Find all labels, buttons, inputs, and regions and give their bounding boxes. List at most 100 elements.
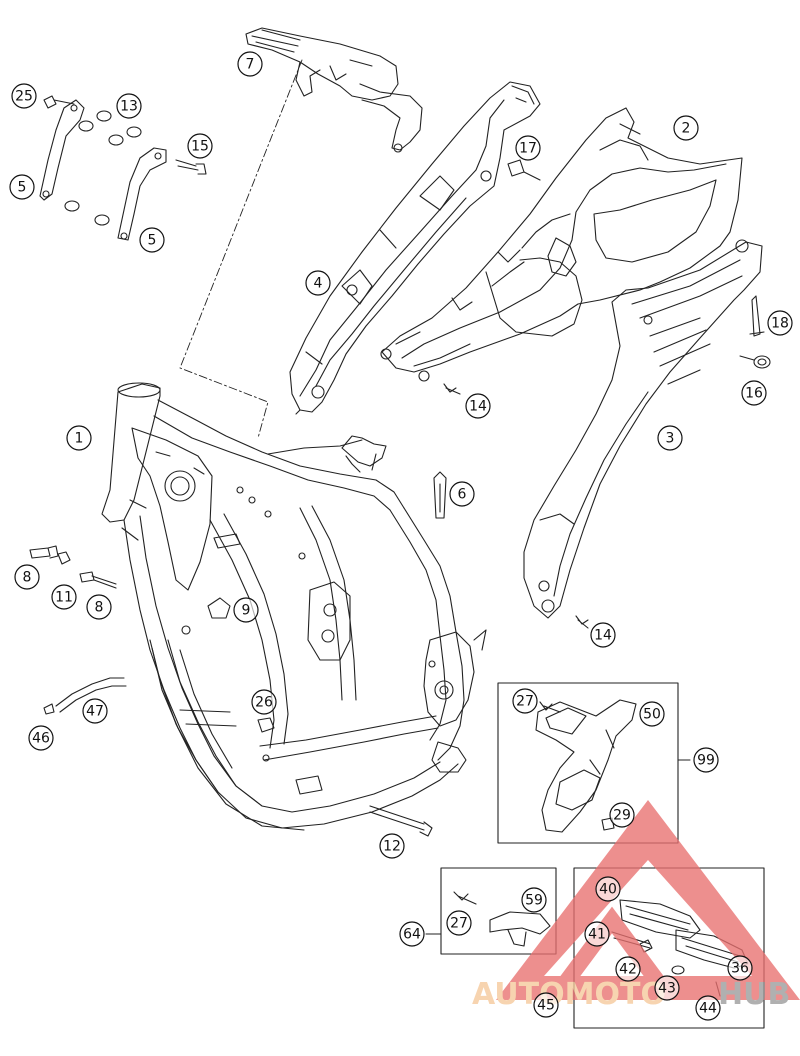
callout-p8b: 8 [86, 594, 112, 620]
part-8b-bolt [79, 571, 117, 589]
callout-circle [615, 956, 641, 982]
callout-circle [595, 876, 621, 902]
callout-number: 14 [594, 628, 612, 644]
callout-circle [237, 51, 263, 77]
callout-p29: 29 [609, 802, 635, 828]
callout-p8a: 8 [14, 564, 40, 590]
part-26-nut [257, 717, 275, 733]
part-1-frame [101, 382, 487, 831]
callout-number: 26 [255, 695, 273, 711]
callout-circle [233, 597, 259, 623]
callout-circle [446, 910, 472, 936]
part-47-hose [55, 677, 127, 713]
callout-p6: 6 [449, 481, 475, 507]
part-15-bolt [175, 159, 207, 175]
callout-number: 42 [619, 962, 637, 978]
callout-number: 41 [588, 927, 606, 943]
callout-p4: 4 [305, 270, 331, 296]
callout-number: 12 [383, 839, 401, 855]
callout-p40: 40 [595, 876, 621, 902]
part-59-slider [489, 911, 551, 947]
callout-circle [305, 270, 331, 296]
callout-number: 50 [643, 707, 661, 723]
callout-number: 16 [745, 386, 763, 402]
callout-p26: 26 [251, 689, 277, 715]
callout-circle [673, 115, 699, 141]
part-16-grommet [739, 355, 771, 369]
callout-circle [533, 992, 559, 1018]
callout-circle [521, 887, 547, 913]
callout-circle [767, 310, 793, 336]
part-9-clip [207, 597, 231, 619]
part-8a-bolt [29, 545, 59, 559]
callout-p5a: 5 [9, 174, 35, 200]
callout-number: 5 [18, 180, 27, 196]
callout-circle [695, 995, 721, 1021]
callout-number: 59 [525, 893, 543, 909]
part-2-airbox [380, 107, 743, 382]
part-50-guard [535, 699, 637, 833]
callout-p9: 9 [233, 597, 259, 623]
callout-circle [465, 393, 491, 419]
callout-p13: 13 [116, 93, 142, 119]
callout-circle [14, 564, 40, 590]
callout-p25: 25 [11, 83, 37, 109]
line-art [29, 27, 771, 1029]
part-14b-screw [575, 615, 589, 629]
callout-p18: 18 [767, 310, 793, 336]
callout-p64: 64 [399, 921, 425, 947]
callout-circle [11, 83, 37, 109]
callout-p50: 50 [639, 701, 665, 727]
callout-p15: 15 [187, 133, 213, 159]
callout-circle [116, 93, 142, 119]
callout-circle [82, 698, 108, 724]
callout-number: 64 [403, 927, 421, 943]
callout-number: 29 [613, 808, 631, 824]
part-18-screw [749, 295, 765, 337]
callout-p47: 47 [82, 698, 108, 724]
callout-number: 13 [120, 99, 138, 115]
callout-number: 1 [75, 431, 84, 447]
callout-number: 14 [469, 399, 487, 415]
callout-circle [86, 594, 112, 620]
callout-number: 45 [537, 998, 555, 1014]
callout-p7: 7 [237, 51, 263, 77]
callout-circle [187, 133, 213, 159]
callout-circle [139, 227, 165, 253]
callout-circle [693, 747, 719, 773]
part-5b-bracket [117, 147, 167, 241]
callout-p36: 36 [727, 955, 753, 981]
part-13-washers [64, 110, 142, 226]
part-25-bolt [43, 95, 75, 109]
callout-circle [66, 425, 92, 451]
callout-p44: 44 [695, 995, 721, 1021]
part-7-plate [245, 27, 423, 153]
part-43-washer [671, 965, 685, 975]
part-11-nut [57, 551, 71, 565]
callout-number: 15 [191, 139, 209, 155]
part-3-rear-tube [523, 239, 763, 619]
callout-p11: 11 [51, 584, 77, 610]
callout-number: 46 [32, 731, 50, 747]
callout-number: 3 [666, 431, 675, 447]
callout-p14a: 14 [465, 393, 491, 419]
part-5a-bracket [39, 99, 85, 201]
callout-circle [515, 135, 541, 161]
callout-p16: 16 [741, 380, 767, 406]
callout-number: 2 [682, 121, 691, 137]
callout-circle [251, 689, 277, 715]
callout-number: 7 [246, 57, 255, 73]
callout-number: 8 [95, 600, 104, 616]
part-27a-screw [539, 701, 561, 713]
part-27b-screw [453, 891, 477, 905]
callout-number: 5 [148, 233, 157, 249]
callout-p27b: 27 [446, 910, 472, 936]
callout-number: 43 [658, 981, 676, 997]
callout-circle [9, 174, 35, 200]
callout-p3: 3 [657, 425, 683, 451]
leader-line-7 [179, 59, 303, 439]
callout-number: 9 [242, 603, 251, 619]
callout-number: 8 [23, 570, 32, 586]
part-4-side-cover [289, 81, 541, 415]
callout-circle [512, 688, 538, 714]
